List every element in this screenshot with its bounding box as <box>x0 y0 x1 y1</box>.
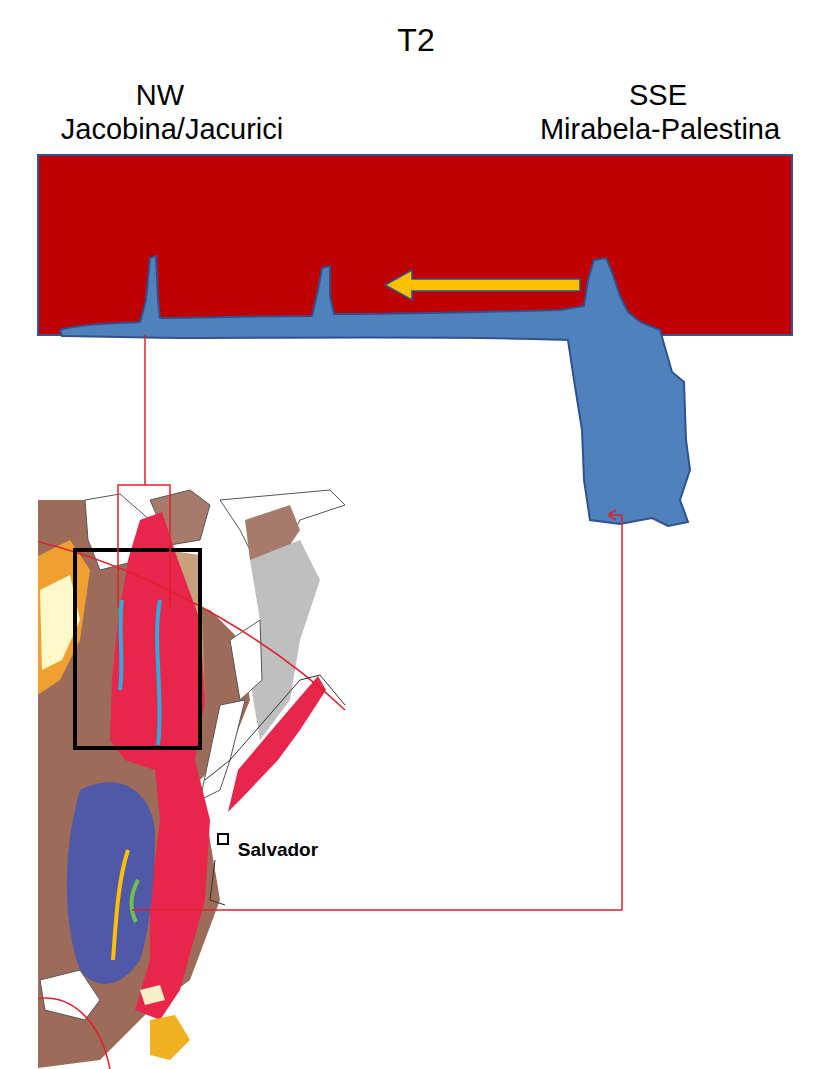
title: T2 <box>397 22 434 59</box>
geological-map <box>38 490 345 1069</box>
map-label: Salvador <box>236 839 320 861</box>
map-label: NW <box>136 79 184 112</box>
map-label: Mirabela-Palestina <box>540 113 780 146</box>
leader-line <box>132 515 622 910</box>
city-marker <box>218 834 228 844</box>
leader-line <box>118 335 170 608</box>
map-label: SSE <box>629 79 687 112</box>
study-area-box <box>75 550 200 748</box>
map-label: Jacobina/Jacurici <box>61 113 283 146</box>
flow-arrow <box>385 270 580 300</box>
